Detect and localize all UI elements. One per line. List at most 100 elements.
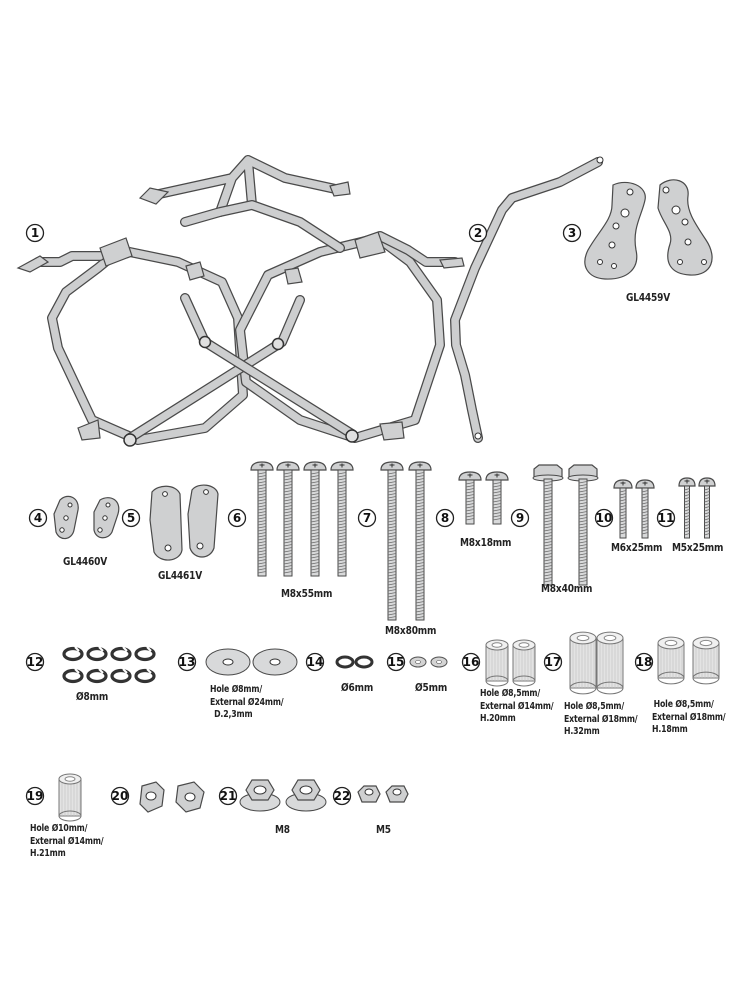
split-washer — [110, 668, 132, 684]
bolt-m8x55-1 — [250, 461, 274, 577]
svg-text:20: 20 — [112, 789, 129, 803]
svg-text:15: 15 — [388, 655, 405, 669]
item-number-20: 20 — [110, 786, 130, 806]
item-number-21: 21 — [218, 786, 238, 806]
label-item13-line2: External Ø24mm/ — [210, 696, 284, 708]
item-number-8: 8 — [435, 508, 455, 528]
item-number-14: 14 — [305, 652, 325, 672]
label-item17-line2: External Ø18mm/ — [564, 713, 638, 725]
item-number-18: 18 — [634, 652, 654, 672]
label-gl4459v: GL4459V — [626, 291, 671, 304]
svg-text:2: 2 — [474, 226, 482, 240]
svg-text:1: 1 — [31, 226, 39, 240]
svg-text:8: 8 — [441, 511, 449, 525]
label-item18-line3: H.18mm — [652, 724, 688, 735]
label-item16-line3: H.20mm — [480, 713, 516, 724]
item-number-7: 7 — [357, 508, 377, 528]
svg-text:7: 7 — [363, 511, 371, 525]
svg-text:3: 3 — [568, 226, 576, 240]
split-washer — [134, 646, 156, 662]
bolt-m6x25-2 — [635, 479, 655, 539]
label-m6x25: M6x25mm — [611, 541, 663, 554]
item-number-22: 22 — [332, 786, 352, 806]
gl4460v-plates — [53, 495, 120, 540]
label-item13-line1: Hole Ø8mm/ — [210, 684, 263, 695]
svg-text:17: 17 — [545, 655, 562, 669]
split-washer — [86, 668, 108, 684]
label-item19: Hole Ø10mm/ External Ø14mm/ H.21mm — [30, 823, 104, 861]
label-nut-m5: M5 — [376, 823, 391, 836]
item-number-12: 12 — [25, 652, 45, 672]
label-item17: Hole Ø8,5mm/ External Ø18mm/ H.32mm — [564, 701, 638, 739]
hex-nuts — [139, 781, 205, 813]
bolt-m8x40-1 — [532, 464, 564, 586]
label-washer-6mm: Ø6mm — [341, 681, 374, 694]
item-number-16: 16 — [461, 652, 481, 672]
item-number-9: 9 — [510, 508, 530, 528]
washers-6mm — [335, 655, 374, 669]
split-washer — [110, 646, 132, 662]
bolt-m8x55-4 — [330, 461, 354, 577]
item-number-13: 13 — [177, 652, 197, 672]
label-item16-line1: Hole Ø8,5mm/ — [480, 688, 541, 699]
label-item17-line1: Hole Ø8,5mm/ — [564, 701, 625, 712]
svg-text:21: 21 — [220, 789, 237, 803]
washers-8mm — [62, 646, 156, 684]
svg-text:11: 11 — [658, 511, 675, 525]
split-washer — [86, 646, 108, 662]
spacer-h20-2 — [512, 639, 536, 687]
svg-text:22: 22 — [334, 789, 351, 803]
svg-text:12: 12 — [27, 655, 44, 669]
item-number-17: 17 — [543, 652, 563, 672]
label-item13-line3: D.2,3mm — [214, 709, 253, 720]
washers-5mm — [409, 656, 448, 668]
spacer-h18-1 — [657, 636, 685, 685]
reinforcement-bar — [450, 156, 604, 443]
split-washer — [62, 646, 84, 662]
item-number-1: 1 — [25, 223, 45, 243]
large-washers — [205, 648, 298, 676]
spacer-h32-2 — [596, 631, 624, 695]
label-item18: Hole Ø8,5mm/ External Ø18mm/ H.18mm — [652, 699, 726, 737]
split-washer — [134, 668, 156, 684]
item-number-5: 5 — [121, 508, 141, 528]
side-rack-frame — [16, 155, 465, 447]
item-number-19: 19 — [25, 786, 45, 806]
bolts-group — [250, 461, 716, 621]
svg-text:14: 14 — [307, 655, 324, 669]
gl4461v-plates — [149, 484, 219, 561]
bolt-m8x55-2 — [276, 461, 300, 577]
spacer-h21 — [58, 773, 82, 822]
label-item19-line3: H.21mm — [30, 848, 66, 859]
svg-text:16: 16 — [463, 655, 480, 669]
label-item18-line2: External Ø18mm/ — [652, 711, 726, 723]
bolt-m8x80-2 — [408, 461, 432, 621]
label-m8x55: M8x55mm — [281, 587, 333, 600]
item-number-2: 2 — [468, 223, 488, 243]
label-m8x80: M8x80mm — [385, 624, 437, 637]
bolt-m8x40-2 — [567, 464, 599, 586]
flange-nuts-m8 — [239, 779, 327, 812]
nuts-m5 — [357, 785, 409, 803]
label-m8x18: M8x18mm — [460, 536, 512, 549]
label-item19-line2: External Ø14mm/ — [30, 835, 104, 847]
spacer-h32-1 — [569, 631, 597, 695]
bolt-m8x55-3 — [303, 461, 327, 577]
label-gl4461v: GL4461V — [158, 569, 203, 582]
spacers-group — [58, 631, 720, 822]
item-number-15: 15 — [386, 652, 406, 672]
item-number-11: 11 — [656, 508, 676, 528]
spacer-h20-1 — [485, 639, 509, 687]
bolt-m8x18-2 — [485, 471, 509, 525]
gl4459v-plates — [584, 179, 713, 280]
bolt-m8x18-1 — [458, 471, 482, 525]
svg-text:5: 5 — [127, 511, 135, 525]
label-item18-line1: Hole Ø8,5mm/ — [653, 699, 714, 710]
split-washer — [62, 668, 84, 684]
svg-text:13: 13 — [179, 655, 196, 669]
bolt-m8x80-1 — [380, 461, 404, 621]
bolt-m5x25-2 — [698, 477, 716, 539]
label-item13: Hole Ø8mm/ External Ø24mm/ D.2,3mm — [210, 684, 284, 722]
